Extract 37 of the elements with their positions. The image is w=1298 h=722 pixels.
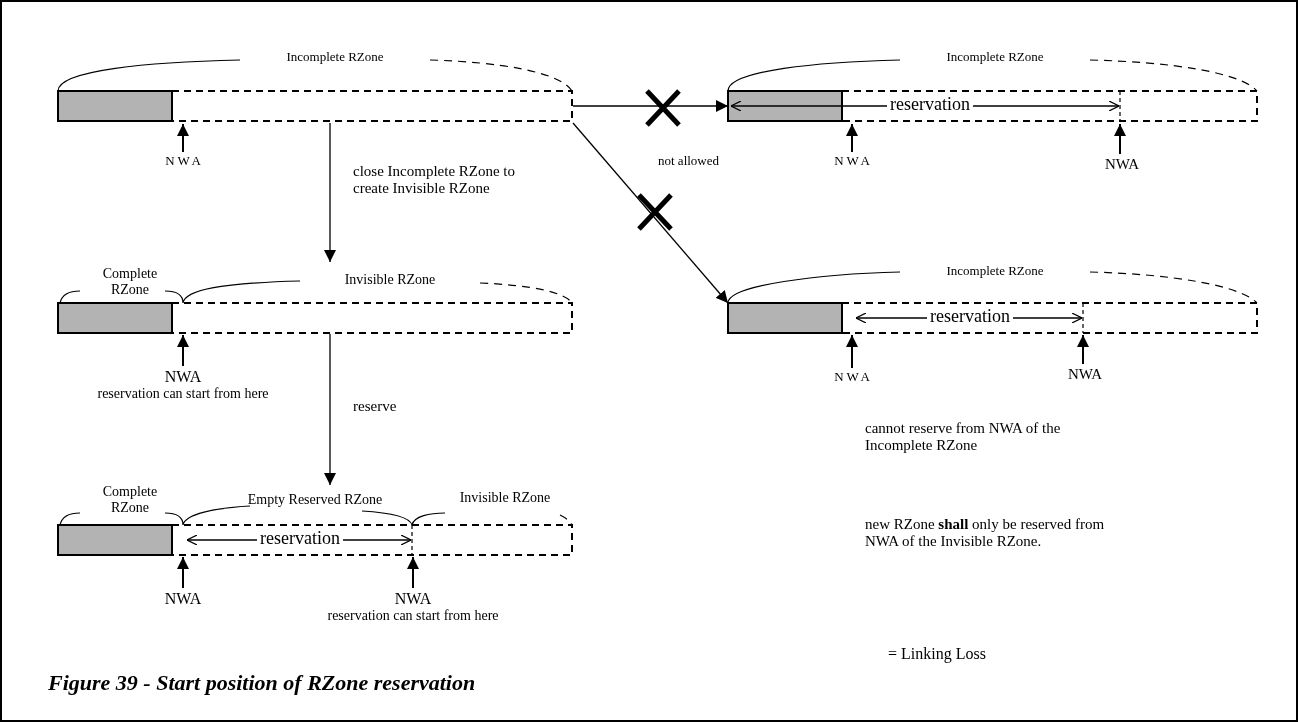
pointer-label: NWA — [165, 154, 204, 169]
arrow — [324, 333, 336, 486]
note-text: cannot reserve from NWA of the Incomplete RZone — [865, 420, 1062, 455]
label-text: Incomplete RZone — [286, 50, 384, 65]
pointer-label: NWA — [164, 590, 202, 608]
arrow — [572, 100, 729, 112]
pointer-label: NWA — [163, 368, 203, 386]
note-text: reservation can start from here — [327, 607, 499, 623]
pointer-arrow — [177, 334, 189, 367]
label-text: Incomplete RZone — [946, 50, 1044, 65]
edge-label: reserve — [353, 398, 398, 416]
arrow — [324, 122, 336, 263]
pointer-arrow — [407, 556, 419, 589]
note-text: new RZone shall only be reserved from NWA of the Invisible RZone. — [865, 516, 1106, 551]
note-text: reservation can start from here — [97, 385, 269, 401]
pointer-label: NWA — [393, 590, 433, 608]
pointer-arrow — [846, 123, 858, 153]
pointer-label: NWA — [1067, 366, 1103, 383]
label-text: Incomplete RZone — [946, 264, 1044, 279]
pointer-arrow — [177, 123, 189, 153]
figure-caption: Figure 39 - Start position of RZone reservation — [48, 670, 476, 696]
pointer-arrow — [177, 556, 189, 589]
pointer-label: NWA — [834, 154, 873, 169]
label-text: Empty Reserved RZone — [247, 492, 383, 509]
pointer-label: NWA — [834, 370, 873, 385]
note-text: Complete RZone — [101, 484, 159, 517]
pointer-arrow — [1077, 334, 1089, 365]
label-text: not allowed — [658, 154, 719, 169]
pointer-arrow — [846, 334, 858, 369]
note-text: Complete RZone — [101, 266, 159, 299]
arrow — [572, 122, 729, 304]
edge-label: close Incomplete RZone to create Invisible RZone — [353, 163, 517, 198]
pointer-arrow — [1114, 123, 1126, 155]
label-text: Invisible RZone — [459, 490, 551, 507]
pointer-label: NWA — [1104, 156, 1140, 173]
label-text: = Linking Loss — [888, 645, 986, 664]
label-text: Invisible RZone — [344, 272, 436, 289]
